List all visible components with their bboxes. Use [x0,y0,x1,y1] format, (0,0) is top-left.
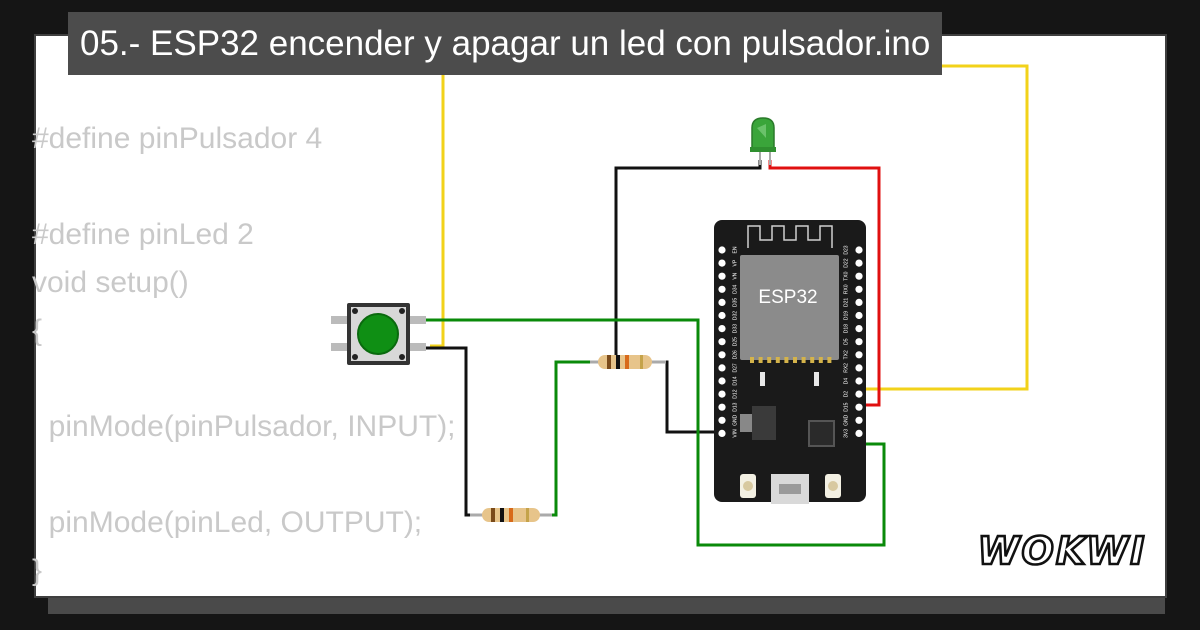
wokwi-logo: WOKWI [976,528,1147,575]
pin-label: D15 [843,402,849,411]
pin-label: D22 [843,258,849,267]
preview-card [36,36,1165,596]
code-line: } [32,554,43,587]
pin-vin [718,429,726,437]
pin-d14 [718,377,726,385]
code-line: { [32,314,43,347]
pin-d4 [855,377,863,385]
wire-black-gnd [660,360,722,434]
pin-label: GND [843,414,849,426]
pin-label: VP [732,259,738,266]
pin-label: D18 [843,324,849,333]
pin-label: D23 [843,245,849,254]
pin-label: D25 [732,337,738,346]
wire-green-resistors [542,360,600,517]
pin-d21 [855,298,863,306]
pin-d26 [718,351,726,359]
led-green [750,117,776,165]
pin-label: D33 [732,324,738,333]
antenna-trace [747,225,833,248]
pin-label: D32 [732,311,738,320]
pin-label: D21 [843,298,849,307]
pin-d15 [855,403,863,411]
pin-d34 [718,285,726,293]
pin-label: TX0 [843,271,849,280]
pin-label: VN [732,272,738,279]
pin-d27 [718,364,726,372]
pin-label: D4 [843,378,849,385]
esp32-board: ESP32 ENVPVND34D35D32D33D25D26D27D14D12D… [714,220,866,504]
push-button[interactable] [331,303,426,365]
pin-en [718,246,726,254]
pin-d2 [855,390,863,398]
pin-label: 3V3 [843,429,849,438]
en-button[interactable] [740,474,756,498]
pin-vn [718,272,726,280]
pin-label: D2 [843,391,849,398]
resistor-1 [590,355,666,369]
pin-label: D34 [732,285,738,294]
pin-d32 [718,311,726,320]
pin-d22 [855,259,863,267]
pin-label: RX2 [843,363,849,373]
pin-3v3 [855,429,863,437]
pin-label: VIN [732,429,738,438]
pin-label: D27 [732,363,738,372]
esp32-module [740,255,839,360]
voltage-regulator [752,406,776,440]
pin-label: D14 [732,376,738,385]
button-cap[interactable] [357,313,399,355]
pin-label: D19 [843,311,849,320]
pin-d35 [718,298,726,306]
pin-rx2 [855,364,863,372]
wire-green-main [425,318,886,547]
pin-label: D35 [732,298,738,307]
pin-d5 [855,338,863,346]
pin-d23 [855,246,863,254]
chip-label: ESP32 [758,287,817,308]
page-title: 05.- ESP32 encender y apagar un led con … [68,12,943,75]
code-line: pinMode(pinPulsador, INPUT); [32,410,456,443]
pin-gnd [718,416,726,424]
pin-label: D26 [732,350,738,359]
pin-d12 [718,390,726,398]
pin-label: RX0 [843,284,849,294]
pin-label: EN [732,246,738,253]
pin-label: D12 [732,389,738,398]
pin-tx0 [855,272,863,280]
pin-label: D5 [843,338,849,345]
wokwi-logo-text: WOKWI [978,529,1147,573]
pin-label: TX2 [843,350,849,359]
code-line: #define pinLed 2 [32,218,254,251]
pin-d13 [718,403,726,411]
usb-chip [808,420,835,447]
pin-d19 [855,311,863,320]
boot-button[interactable] [825,474,841,498]
code-line: pinMode(pinLed, OUTPUT); [32,506,423,539]
pin-tx2 [855,351,863,359]
wire-red [768,160,881,407]
pin-rx0 [855,285,863,293]
resistor-2 [470,508,552,522]
pin-label: GND [732,414,738,426]
wire-black-button [425,346,480,517]
pin-d18 [855,325,863,333]
pin-d33 [718,325,726,333]
module-pads [750,357,832,363]
code-line: #define pinPulsador 4 [32,122,323,155]
pin-d25 [718,338,726,346]
code-line: void setup() [32,266,189,299]
pin-label: D13 [732,402,738,411]
code-snippet: #define pinPulsador 4 #define pinLed 2 voi… [32,115,632,595]
pin-vp [718,259,726,267]
pin-gnd [855,416,863,424]
